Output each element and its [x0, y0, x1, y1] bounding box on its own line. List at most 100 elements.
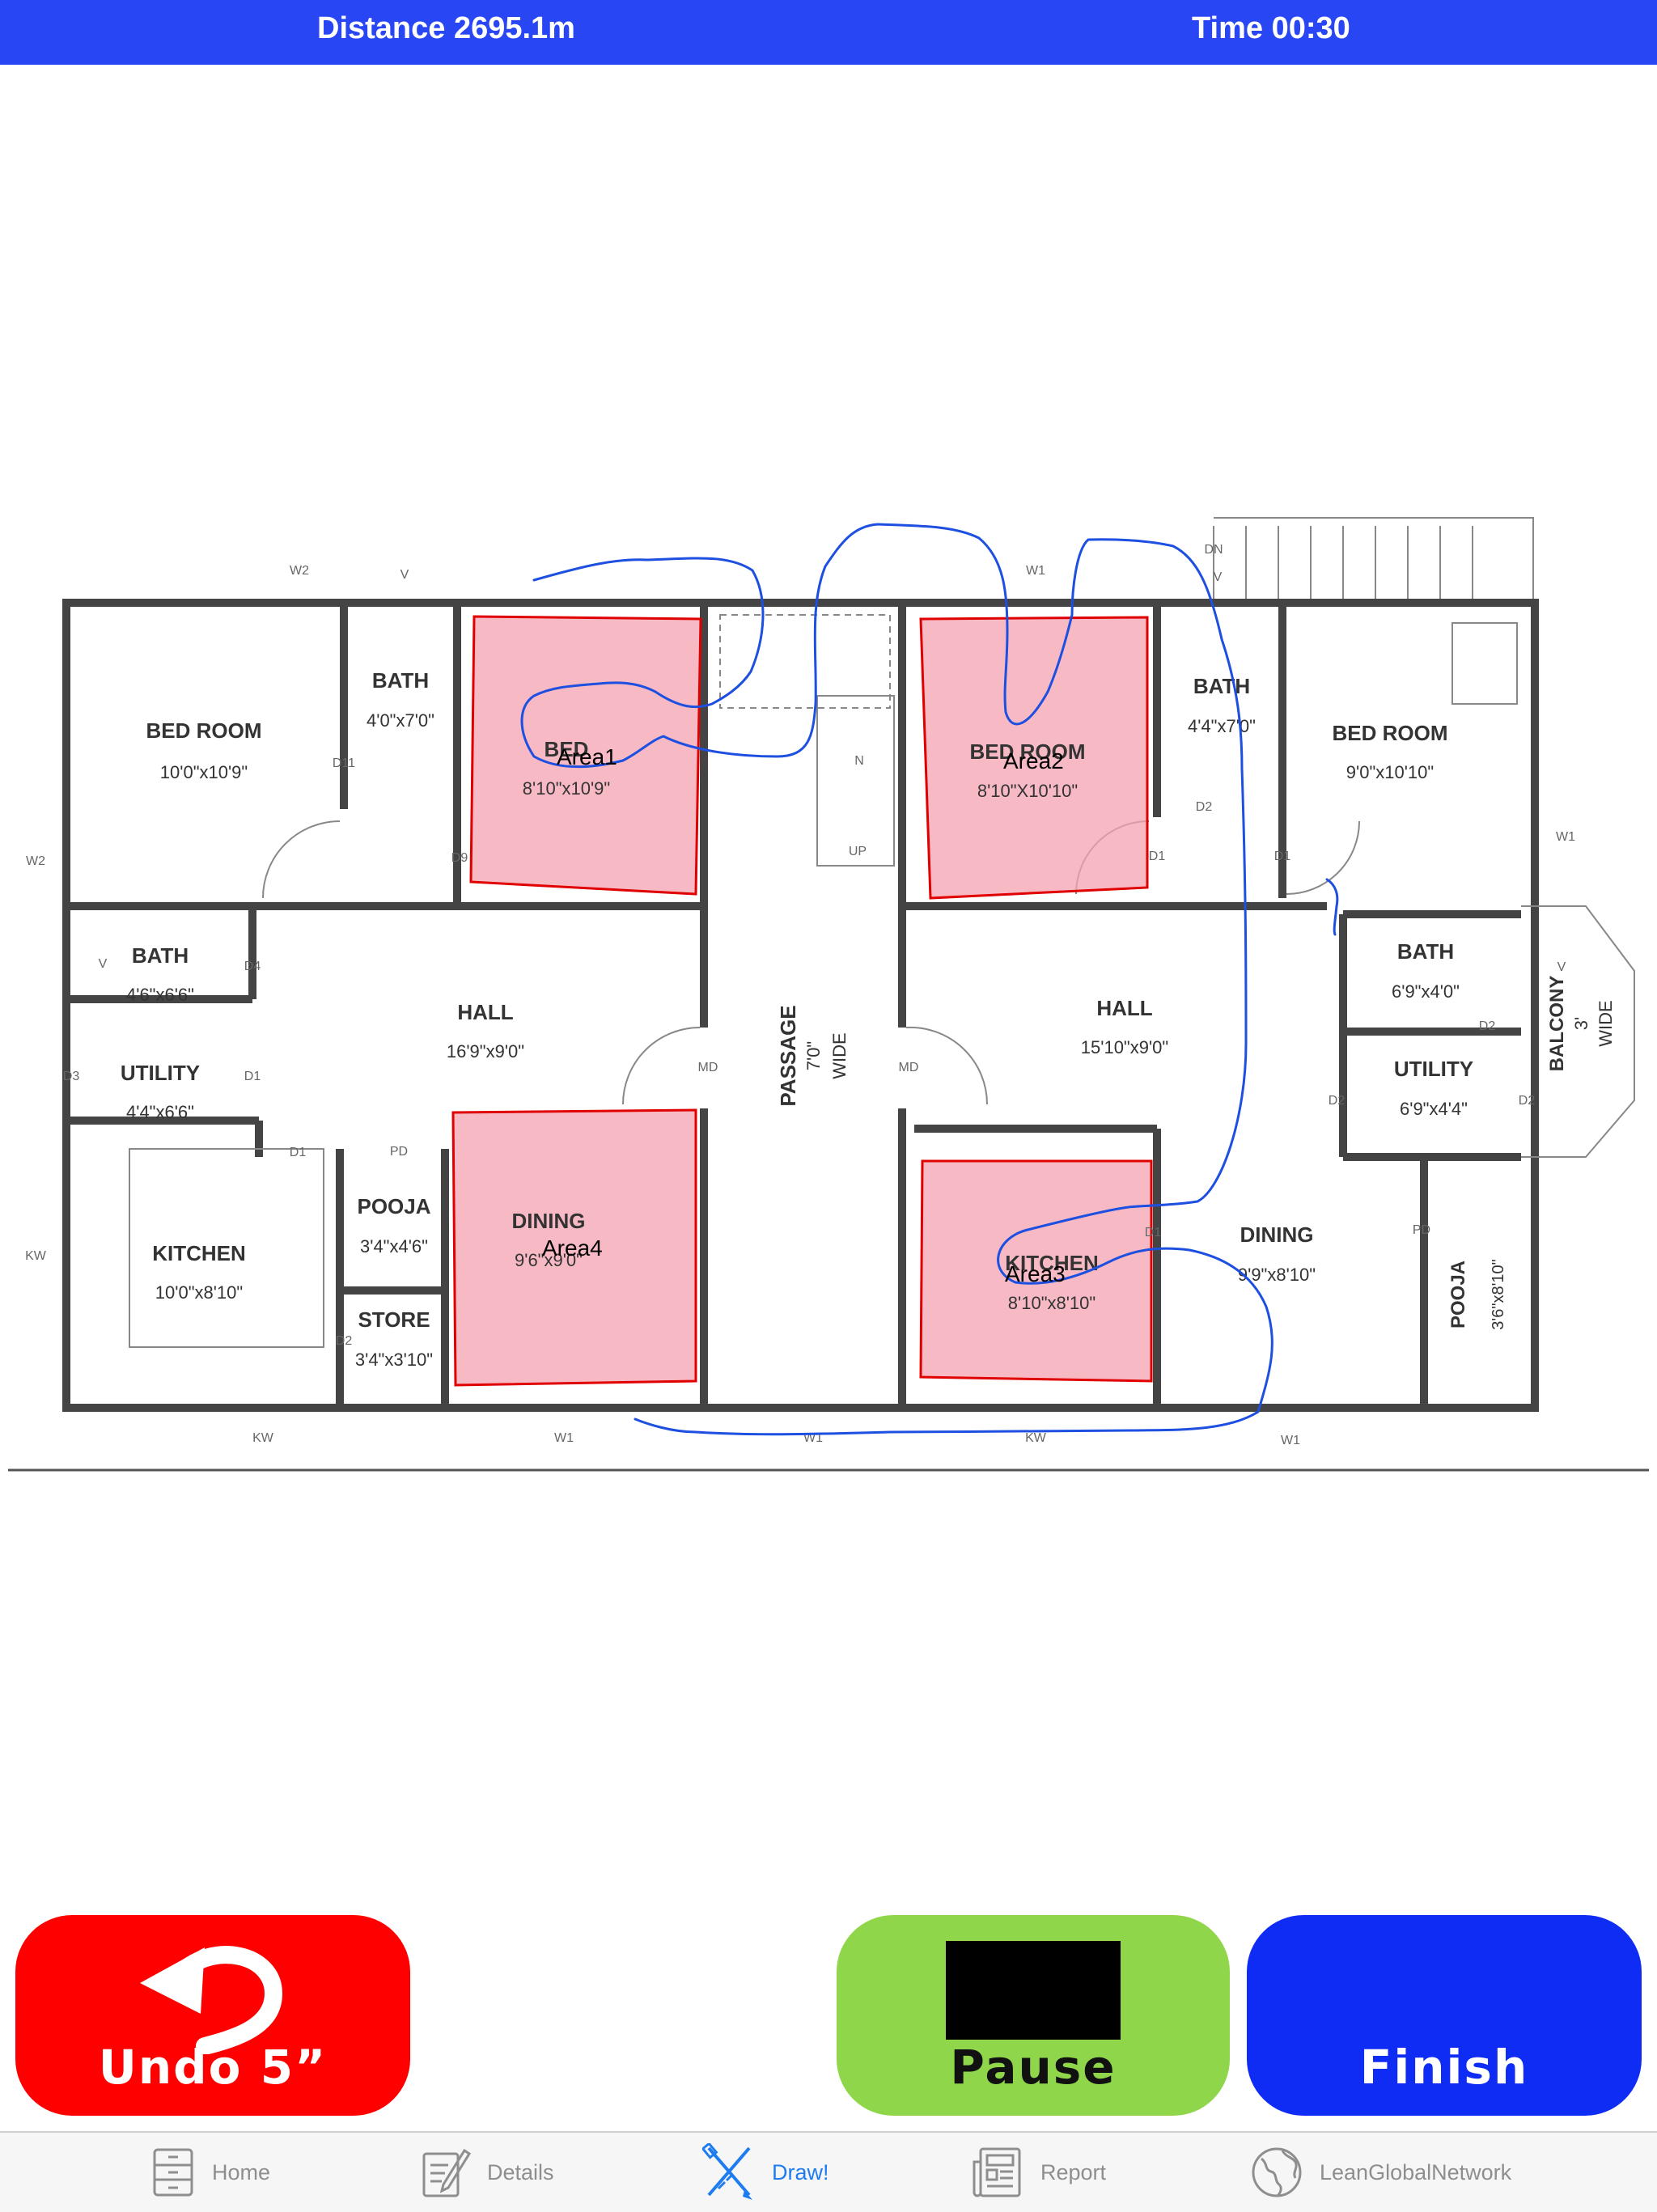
svg-text:HALL: HALL [1096, 996, 1152, 1020]
svg-text:3'4"x3'10": 3'4"x3'10" [355, 1350, 433, 1370]
plan-tags: W2 V W1 DN V W2 V KW W1 V KW W1 W1 KW W1… [25, 543, 1575, 1447]
svg-text:D1: D1 [1145, 1226, 1162, 1239]
svg-text:PD: PD [1413, 1223, 1430, 1237]
svg-text:KW: KW [252, 1431, 274, 1445]
undo-arrow-icon [140, 1946, 283, 2054]
walk-path [520, 523, 1339, 1436]
svg-text:UTILITY: UTILITY [121, 1061, 200, 1085]
tab-network-label: LeanGlobalNetwork [1320, 2159, 1512, 2184]
svg-text:W2: W2 [290, 564, 309, 578]
area3-label: Area3 [1005, 1261, 1066, 1286]
tab-network[interactable]: LeanGlobalNetwork [1250, 2133, 1511, 2212]
draw-icon [702, 2143, 752, 2200]
svg-text:PASSAGE: PASSAGE [776, 1005, 800, 1106]
svg-text:D1: D1 [290, 1146, 307, 1159]
svg-text:7'0": 7'0" [803, 1041, 824, 1070]
svg-text:KITCHEN: KITCHEN [152, 1241, 246, 1265]
room-labels: BED ROOM 10'0"x10'9" BATH 4'0"x7'0" BED … [121, 668, 1616, 1370]
tab-draw-label: Draw! [772, 2159, 829, 2184]
floor-plan-canvas[interactable]: BED ROOM 10'0"x10'9" BATH 4'0"x7'0" BED … [0, 502, 1657, 1473]
area3-polygon [919, 1159, 1153, 1383]
svg-text:D11: D11 [333, 756, 355, 770]
svg-text:DINING: DINING [1240, 1223, 1314, 1247]
svg-text:UTILITY: UTILITY [1394, 1057, 1473, 1081]
svg-text:W1: W1 [1556, 830, 1575, 844]
svg-text:W2: W2 [26, 854, 45, 868]
svg-text:BATH: BATH [372, 668, 429, 693]
svg-text:BATH: BATH [132, 943, 189, 968]
pause-button[interactable]: Pause [837, 1915, 1230, 2116]
svg-text:4'0"x7'0": 4'0"x7'0" [367, 710, 434, 731]
svg-text:D2: D2 [1519, 1094, 1536, 1108]
finish-label: Finish [1359, 2040, 1529, 2095]
svg-text:STORE: STORE [358, 1307, 430, 1332]
status-bar: Distance 2695.1m Time 00:30 [0, 0, 1657, 65]
svg-text:KW: KW [25, 1249, 47, 1263]
svg-text:W1: W1 [1026, 564, 1045, 578]
svg-text:9'0"x10'10": 9'0"x10'10" [1346, 762, 1434, 782]
svg-text:V: V [1557, 960, 1566, 974]
tab-draw[interactable]: Draw! [702, 2133, 829, 2212]
svg-text:V: V [400, 568, 409, 582]
details-icon [422, 2148, 471, 2197]
svg-text:D1: D1 [244, 1070, 261, 1083]
svg-text:BATH: BATH [1193, 674, 1250, 698]
svg-text:10'0"x10'9": 10'0"x10'9" [160, 762, 248, 782]
svg-text:DN: DN [1204, 543, 1223, 557]
svg-text:BED: BED [545, 737, 589, 761]
svg-text:BED ROOM: BED ROOM [146, 718, 262, 743]
svg-text:POOJA: POOJA [1447, 1261, 1469, 1328]
svg-text:BATH: BATH [1397, 939, 1454, 964]
svg-text:3': 3' [1571, 1017, 1591, 1030]
svg-text:8'10"x8'10": 8'10"x8'10" [1008, 1293, 1095, 1313]
svg-text:D3: D3 [63, 1070, 80, 1083]
tab-home-label: Home [212, 2159, 271, 2184]
tab-home[interactable]: Home [150, 2133, 270, 2212]
finish-button[interactable]: Finish [1247, 1915, 1642, 2116]
undo-label: Undo 5” [98, 2040, 328, 2095]
svg-text:D1: D1 [1274, 850, 1291, 863]
svg-text:4'4"x7'0": 4'4"x7'0" [1188, 716, 1256, 736]
home-icon [153, 2148, 193, 2197]
svg-text:D2: D2 [1479, 1019, 1496, 1033]
svg-text:8'10"X10'10": 8'10"X10'10" [977, 781, 1078, 801]
svg-text:MD: MD [899, 1061, 919, 1074]
svg-text:MD: MD [698, 1061, 718, 1074]
svg-text:D9: D9 [451, 851, 468, 865]
svg-text:N: N [854, 754, 864, 768]
svg-text:D2: D2 [336, 1334, 353, 1348]
tab-bar: Home Details Draw! [0, 2131, 1657, 2212]
tab-details-label: Details [487, 2159, 554, 2184]
report-icon [973, 2147, 1021, 2197]
svg-text:D2: D2 [1196, 800, 1213, 814]
tab-details[interactable]: Details [421, 2133, 554, 2212]
svg-text:W1: W1 [1281, 1434, 1300, 1447]
svg-text:V: V [1214, 570, 1223, 584]
svg-text:3'4"x4'6": 3'4"x4'6" [360, 1236, 428, 1256]
svg-text:6'9"x4'4": 6'9"x4'4" [1400, 1099, 1468, 1119]
time-readout: Time 00:30 [1192, 11, 1350, 45]
svg-text:UP: UP [849, 845, 867, 858]
svg-text:V: V [99, 957, 108, 971]
area4-polygon [451, 1108, 697, 1387]
svg-text:POOJA: POOJA [357, 1194, 430, 1218]
svg-text:BED ROOM: BED ROOM [1333, 721, 1448, 745]
svg-text:15'10"x9'0": 15'10"x9'0" [1081, 1037, 1168, 1057]
svg-text:DINING: DINING [512, 1209, 586, 1233]
svg-text:4'6"x6'6": 4'6"x6'6" [126, 985, 194, 1005]
svg-text:9'6"x9'0": 9'6"x9'0" [515, 1250, 583, 1270]
svg-text:16'9"x9'0": 16'9"x9'0" [447, 1041, 524, 1062]
svg-text:D2: D2 [1329, 1094, 1346, 1108]
svg-text:WIDE: WIDE [829, 1032, 850, 1078]
area2-label: Area2 [1003, 748, 1064, 773]
svg-text:BED ROOM: BED ROOM [970, 739, 1086, 764]
tab-report[interactable]: Report [971, 2133, 1106, 2212]
area-labels: Area1 Area2 Area3 Area4 [542, 744, 1066, 1286]
svg-text:4'4"x6'6": 4'4"x6'6" [126, 1102, 194, 1122]
svg-text:WIDE: WIDE [1596, 1000, 1616, 1046]
floor-plan-details [129, 517, 1635, 1348]
svg-text:KITCHEN: KITCHEN [1005, 1251, 1099, 1275]
undo-button[interactable]: Undo 5” [15, 1915, 410, 2116]
svg-text:D1: D1 [1149, 850, 1166, 863]
floor-plan-walls [62, 599, 1539, 1412]
